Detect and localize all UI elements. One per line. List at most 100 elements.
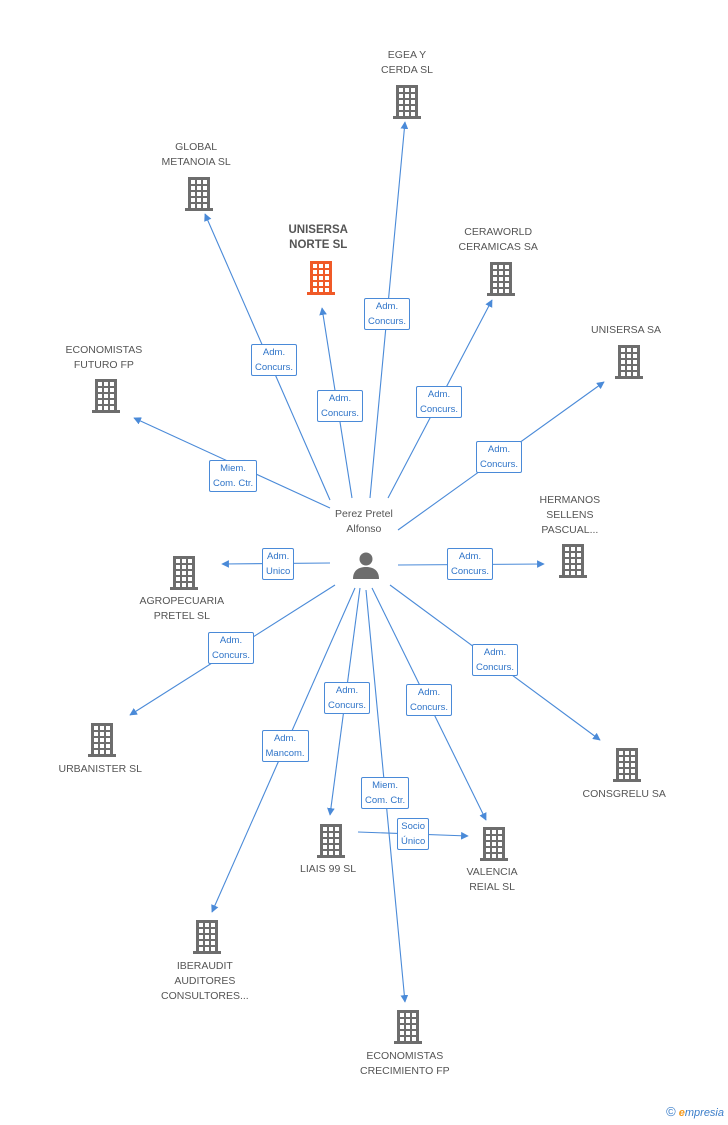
company-name-line: PASCUAL...: [541, 523, 599, 536]
relation-label-line: Único: [401, 836, 426, 847]
company-label-unisersa-norte[interactable]: UNISERSA NORTE SL: [289, 223, 348, 253]
company-label-economistas-futuro[interactable]: ECONOMISTAS FUTURO FP: [66, 343, 143, 373]
building-icon[interactable]: [392, 1009, 424, 1050]
relation-label-line: Concurs.: [480, 459, 519, 470]
relation-label-line: Adm.: [458, 551, 482, 562]
relation-label-line: Com. Ctr.: [365, 795, 406, 806]
relation-label-line: Adm.: [273, 733, 297, 744]
relation-label-line: Adm.: [375, 301, 399, 312]
relation-badge-hermanos[interactable]: Adm. Concurs.: [447, 548, 494, 580]
building-icon[interactable]: [391, 84, 423, 125]
building-icon[interactable]: [86, 722, 118, 763]
company-label-agropecuaria[interactable]: AGROPECUARIA PRETEL SL: [140, 594, 225, 624]
relation-label-line: Adm.: [328, 393, 352, 404]
relation-label-line: Concurs.: [321, 408, 360, 419]
relation-label-line: Adm.: [417, 687, 441, 698]
company-name-line: UNISERSA: [288, 224, 348, 236]
footer-brand: ©empresia: [666, 1104, 724, 1119]
company-label-hermanos[interactable]: HERMANOS SELLENS PASCUAL...: [540, 493, 601, 538]
brand-name: mpresia: [684, 1107, 724, 1119]
company-label-economistas-crecimiento[interactable]: ECONOMISTAS CRECIMIENTO FP: [360, 1049, 450, 1079]
building-icon[interactable]: [183, 176, 215, 217]
building-icon[interactable]: [90, 378, 122, 419]
relation-label-line: Concurs.: [420, 404, 459, 415]
company-name-line: GLOBAL: [175, 141, 218, 153]
building-icon[interactable]: [191, 919, 223, 960]
company-name-line: SELLENS: [546, 508, 594, 521]
relation-badge-economistas-futuro[interactable]: Miem.Com. Ctr.: [209, 460, 258, 492]
relation-label-line: Adm.: [335, 685, 359, 696]
brand-letter: e: [678, 1107, 685, 1119]
company-name-line: CERAMICAS SA: [458, 241, 538, 253]
relation-label-line: Miem.: [372, 780, 398, 791]
relation-badge-valencia[interactable]: Adm. Concurs.: [406, 684, 453, 716]
company-name-line: CERAWORLD: [464, 226, 533, 238]
company-name-line: VALENCIA: [466, 866, 518, 878]
person-icon[interactable]: [351, 550, 381, 585]
building-icon[interactable]: [611, 747, 643, 788]
building-icon[interactable]: [305, 260, 337, 301]
relation-badge-global[interactable]: Adm. Concurs.: [251, 344, 298, 376]
relation-label-line: Concurs.: [476, 662, 515, 673]
company-name-line: FUTURO FP: [73, 359, 134, 371]
relation-label-line: Adm.: [427, 389, 451, 400]
relation-label-line: Adm.: [262, 347, 286, 358]
company-name-line: PRETEL SL: [153, 610, 210, 622]
person-name-line: Perez Pretel: [335, 508, 393, 520]
relation-label-line: Adm.: [267, 551, 290, 562]
company-label-urbanister[interactable]: URBANISTER SL: [59, 762, 142, 777]
relation-label-line: Concurs.: [212, 650, 251, 661]
relation-badge-agropecuaria[interactable]: Adm. Unico: [262, 548, 295, 580]
company-label-ceraworld[interactable]: CERAWORLD CERAMICAS SA: [459, 225, 538, 255]
building-icon[interactable]: [168, 555, 200, 596]
building-icon[interactable]: [613, 344, 645, 385]
relation-badge-ceraworld[interactable]: Adm. Concurs.: [416, 386, 463, 418]
company-name-line: EGEA Y: [387, 49, 427, 61]
relation-label-line: Concurs.: [328, 700, 367, 711]
building-icon[interactable]: [485, 261, 517, 302]
company-name-line: CONSULTORES...: [161, 989, 249, 1002]
company-name-line: REIAL SL: [469, 881, 515, 893]
company-name-line: LIAIS 99 SL: [300, 862, 357, 875]
building-icon[interactable]: [315, 823, 347, 864]
company-name-line: CRECIMIENTO FP: [360, 1065, 450, 1077]
relation-label-line: Mancom.: [265, 748, 305, 759]
relation-label-line: Socio: [401, 821, 426, 832]
company-name-line: HERMANOS: [539, 493, 601, 506]
relation-badge-iberaudit[interactable]: Adm. Mancom.: [261, 730, 309, 762]
company-name-line: AGROPECUARIA: [139, 595, 225, 607]
company-name-line: NORTE SL: [289, 239, 348, 251]
company-name-line: ECONOMISTAS: [65, 344, 143, 356]
building-icon[interactable]: [478, 826, 510, 867]
relation-label-line: Unico: [266, 566, 291, 577]
relation-badge-unisersa-norte[interactable]: Adm. Concurs.: [317, 390, 364, 422]
company-label-liais[interactable]: LIAIS 99 SL: [300, 862, 356, 877]
company-label-unisersa-sa[interactable]: UNISERSA SA: [591, 323, 661, 338]
company-label-valencia[interactable]: VALENCIA REIAL SL: [467, 865, 518, 895]
relation-badge-consgrelu[interactable]: Adm. Concurs.: [472, 644, 519, 676]
relation-badge-liais[interactable]: Adm. Concurs.: [324, 682, 371, 714]
relation-badge-economistas-crecimiento[interactable]: Miem. Com. Ctr.: [361, 777, 410, 809]
relation-label-line: Concurs.: [255, 362, 294, 373]
company-name-line: IBERAUDIT: [176, 959, 233, 972]
building-icon[interactable]: [557, 543, 589, 584]
relation-label-line: Adm.: [483, 647, 507, 658]
relation-label-line: Concurs.: [410, 702, 449, 713]
company-name-line: UNISERSA SA: [591, 323, 662, 336]
company-name-line: CERDA SL: [381, 64, 433, 76]
company-label-consgrelu[interactable]: CONSGRELU SA: [583, 787, 666, 802]
person-name-line: Alfonso: [346, 523, 382, 535]
company-label-egea[interactable]: EGEA Y CERDA SL: [381, 48, 433, 78]
company-name-line: ECONOMISTAS: [366, 1050, 444, 1062]
relation-badge-unisersa-sa[interactable]: Adm.Concurs.: [476, 441, 523, 473]
relation-badge-egea[interactable]: Adm. Concurs.: [364, 298, 411, 330]
relation-label-line: Adm.: [219, 635, 243, 646]
relation-badge-urbanister[interactable]: Adm. Concurs.: [208, 632, 255, 664]
relation-label-line: Concurs.: [451, 566, 490, 577]
relation-label-line: Concurs.: [368, 316, 407, 327]
